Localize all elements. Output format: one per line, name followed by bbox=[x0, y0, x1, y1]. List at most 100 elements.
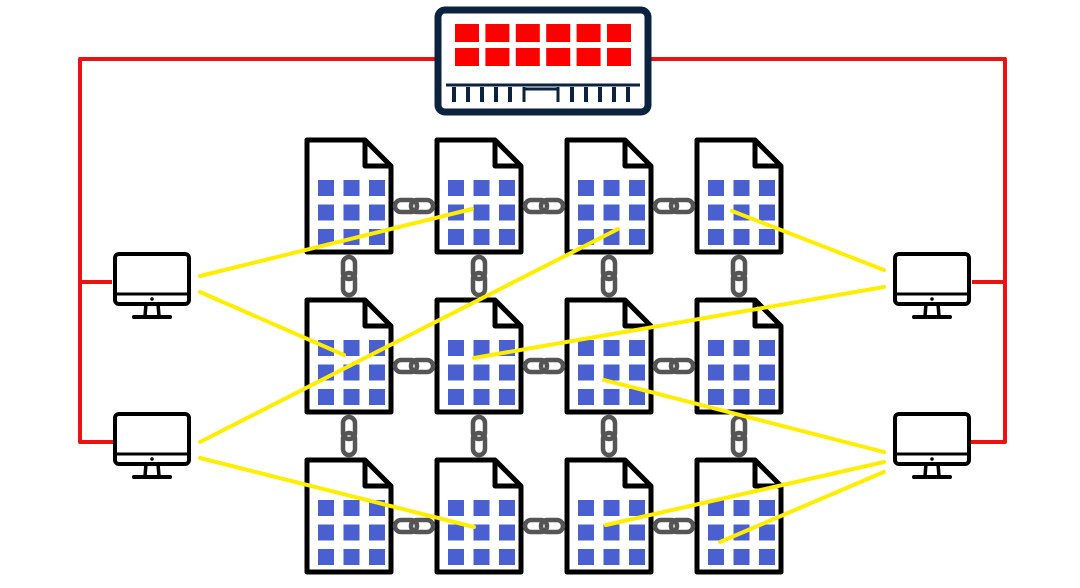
document-cell bbox=[708, 389, 724, 405]
chain-link-icon bbox=[652, 357, 696, 375]
document-cell bbox=[343, 500, 360, 516]
connection-line bbox=[730, 209, 886, 272]
monitor-frame bbox=[893, 412, 971, 466]
document-cell bbox=[473, 340, 490, 356]
document-cell bbox=[448, 500, 464, 516]
chain-ring bbox=[392, 517, 420, 535]
document-cell bbox=[578, 389, 594, 405]
chain-link-icon bbox=[652, 197, 696, 215]
chain-links bbox=[340, 197, 748, 535]
chain-ring bbox=[408, 517, 436, 535]
document-cell bbox=[603, 364, 620, 381]
chain-ring bbox=[730, 270, 748, 298]
chain-link-icon bbox=[730, 414, 748, 458]
memory-cell bbox=[485, 24, 510, 42]
spreadsheet-document-icon bbox=[564, 297, 654, 415]
document-cell bbox=[499, 229, 515, 245]
memory-cell bbox=[576, 48, 601, 66]
document-cell bbox=[578, 229, 594, 245]
document-cell bbox=[708, 180, 724, 196]
chain-ring bbox=[600, 414, 618, 442]
document-cell bbox=[578, 549, 594, 565]
document-fold bbox=[362, 140, 391, 169]
document-cell bbox=[578, 364, 594, 381]
spreadsheet-document-icon bbox=[304, 297, 394, 415]
document-cell bbox=[708, 204, 724, 221]
document-cell bbox=[448, 549, 464, 565]
desktop-computer-icon bbox=[893, 412, 971, 479]
document-cell bbox=[759, 524, 775, 541]
spreadsheet-document-icon bbox=[564, 137, 654, 255]
power-dot bbox=[150, 457, 154, 461]
desktop-computer-icon bbox=[113, 412, 191, 479]
document-cell bbox=[499, 389, 515, 405]
chain-link-icon bbox=[730, 254, 748, 298]
document-cell bbox=[708, 500, 724, 516]
document-cell bbox=[369, 524, 385, 541]
document-cell bbox=[603, 204, 620, 221]
chain-ring bbox=[340, 430, 358, 458]
document-cell bbox=[629, 524, 645, 541]
document-cell bbox=[603, 500, 620, 516]
memory-cell bbox=[455, 24, 479, 42]
network-lines bbox=[78, 57, 1007, 444]
document-cell bbox=[759, 549, 775, 565]
document-cell bbox=[578, 180, 594, 196]
document-fold bbox=[622, 140, 651, 169]
document-cell bbox=[343, 524, 360, 541]
document-cell bbox=[603, 340, 620, 356]
document-cell bbox=[578, 524, 594, 541]
chain-ring bbox=[340, 254, 358, 282]
document-fold bbox=[622, 300, 651, 329]
document-cell bbox=[448, 229, 464, 245]
document-cell bbox=[629, 340, 645, 356]
spreadsheet-document-icon bbox=[304, 457, 394, 575]
chain-ring bbox=[470, 254, 488, 282]
chain-ring bbox=[652, 197, 680, 215]
document-cell bbox=[603, 180, 620, 196]
document-cell bbox=[499, 549, 515, 565]
spreadsheet-document-icon bbox=[694, 297, 784, 415]
document-cell bbox=[629, 229, 645, 245]
chain-ring bbox=[538, 517, 566, 535]
chain-link-icon bbox=[522, 357, 566, 375]
chain-link-icon bbox=[392, 357, 436, 375]
document-cell bbox=[733, 549, 750, 565]
power-dot bbox=[150, 297, 154, 301]
memory-cell bbox=[607, 24, 631, 42]
memory-cell bbox=[546, 48, 571, 66]
document-cell bbox=[733, 389, 750, 405]
document-cell bbox=[759, 364, 775, 381]
document-cell bbox=[448, 524, 464, 541]
document-fold bbox=[492, 460, 521, 489]
document-cell bbox=[318, 389, 334, 405]
chain-ring bbox=[538, 197, 566, 215]
chain-link-icon bbox=[340, 414, 358, 458]
chain-link-icon bbox=[392, 197, 436, 215]
document-cell bbox=[343, 204, 360, 221]
document-cell bbox=[343, 389, 360, 405]
chain-ring bbox=[730, 430, 748, 458]
document-cell bbox=[759, 340, 775, 356]
document-cell bbox=[369, 389, 385, 405]
document-cell bbox=[708, 364, 724, 381]
memory-cell bbox=[515, 48, 540, 66]
document-cell bbox=[733, 500, 750, 516]
chain-ring bbox=[408, 197, 436, 215]
monitor-stand bbox=[143, 463, 161, 477]
chain-link-icon bbox=[392, 517, 436, 535]
memory-cell bbox=[455, 48, 479, 66]
document-cell bbox=[759, 204, 775, 221]
monitor-frame bbox=[893, 252, 971, 306]
chain-ring bbox=[652, 517, 680, 535]
chain-ring bbox=[668, 197, 696, 215]
chain-ring bbox=[730, 254, 748, 282]
document-cell bbox=[473, 500, 490, 516]
document-fold bbox=[752, 140, 781, 169]
document-cell bbox=[759, 229, 775, 245]
document-cell bbox=[603, 549, 620, 565]
desktop-computer-icon bbox=[893, 252, 971, 319]
chain-ring bbox=[668, 517, 696, 535]
connection-line bbox=[198, 456, 476, 529]
